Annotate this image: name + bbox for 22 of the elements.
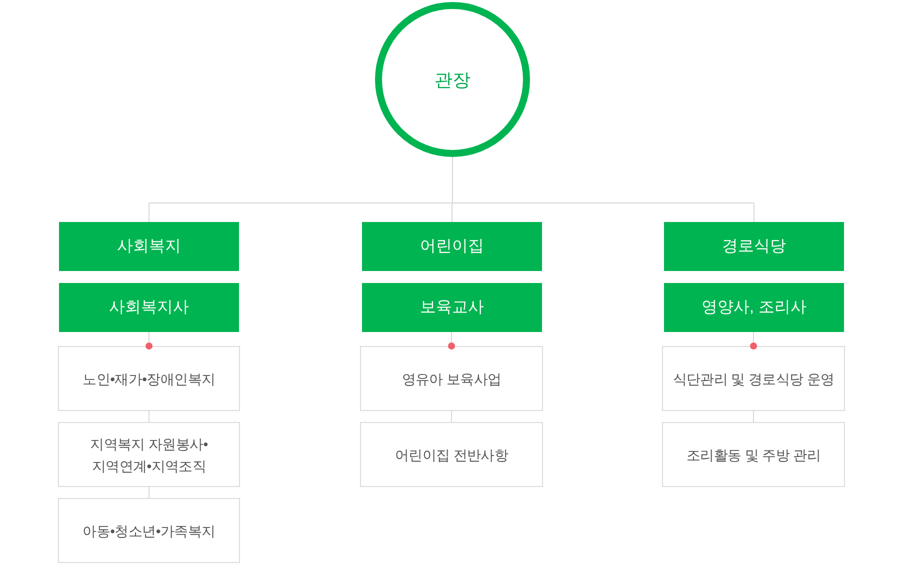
role-box: 사회복지사 xyxy=(59,283,239,332)
connector-line xyxy=(148,156,754,222)
connector-line xyxy=(148,486,150,498)
task-box: 노인•재가•장애인복지 xyxy=(58,346,240,411)
department-box: 경로식당 xyxy=(664,222,844,271)
role-box: 영양사, 조리사 xyxy=(664,283,844,332)
connector-line xyxy=(451,410,452,422)
department-box: 사회복지 xyxy=(59,222,239,271)
connector-line xyxy=(148,410,150,422)
task-box: 어린이집 전반사항 xyxy=(360,422,543,487)
task-box: 지역복지 자원봉사• 지역연계•지역조직 xyxy=(58,422,240,487)
department-box: 어린이집 xyxy=(362,222,542,271)
connector-line xyxy=(750,332,757,350)
task-box: 아동•청소년•가족복지 xyxy=(58,498,240,563)
circle-node: 관장 xyxy=(375,2,530,157)
task-box: 조리활동 및 주방 관리 xyxy=(662,422,845,487)
connector-line xyxy=(448,332,455,350)
task-box: 식단관리 및 경로식당 운영 xyxy=(662,346,845,411)
connector-line xyxy=(753,410,754,422)
role-box: 보육교사 xyxy=(362,283,542,332)
connector-line xyxy=(146,332,152,350)
task-box: 영유아 보육사업 xyxy=(360,346,543,411)
